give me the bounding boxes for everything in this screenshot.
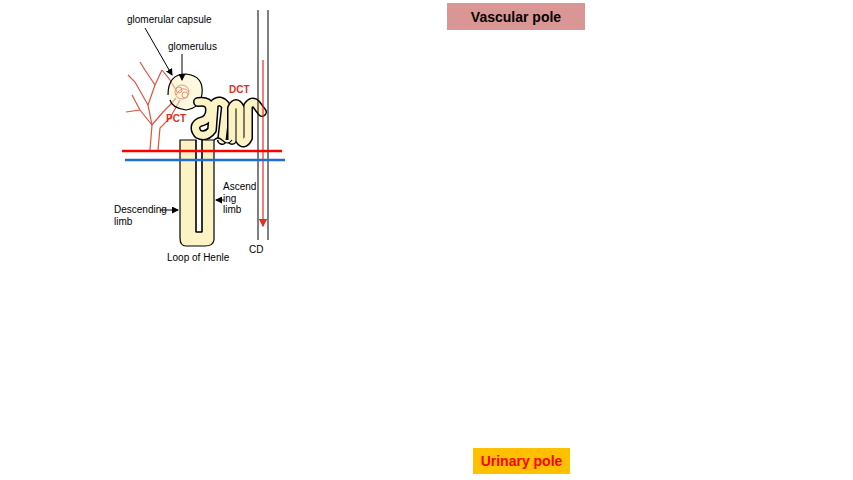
pole-box: Urinary pole — [473, 448, 570, 474]
part-label: glomerular capsule — [127, 14, 212, 26]
pole-title: Urinary pole — [481, 453, 563, 469]
boundary-red — [122, 150, 282, 153]
leader-lines — [145, 28, 224, 210]
loop-inner — [196, 140, 202, 232]
part-label: Ascend ing limb — [223, 181, 251, 216]
pole-title: Vascular pole — [471, 9, 561, 25]
part-label: Descending limb — [114, 204, 159, 227]
pole-box: Vascular pole — [447, 3, 585, 30]
part-label: PCT — [166, 113, 186, 125]
boundary-blue — [125, 159, 285, 162]
part-label: Loop of Henle — [167, 252, 229, 264]
part-label: glomerulus — [168, 41, 217, 53]
renal-tubule — [195, 101, 262, 142]
part-label: CD — [249, 244, 263, 256]
blood-vessels — [126, 62, 180, 150]
collecting-duct — [258, 10, 268, 240]
loop-join — [214, 138, 232, 143]
part-label: DCT — [229, 84, 250, 96]
loop-of-henle — [180, 140, 214, 246]
